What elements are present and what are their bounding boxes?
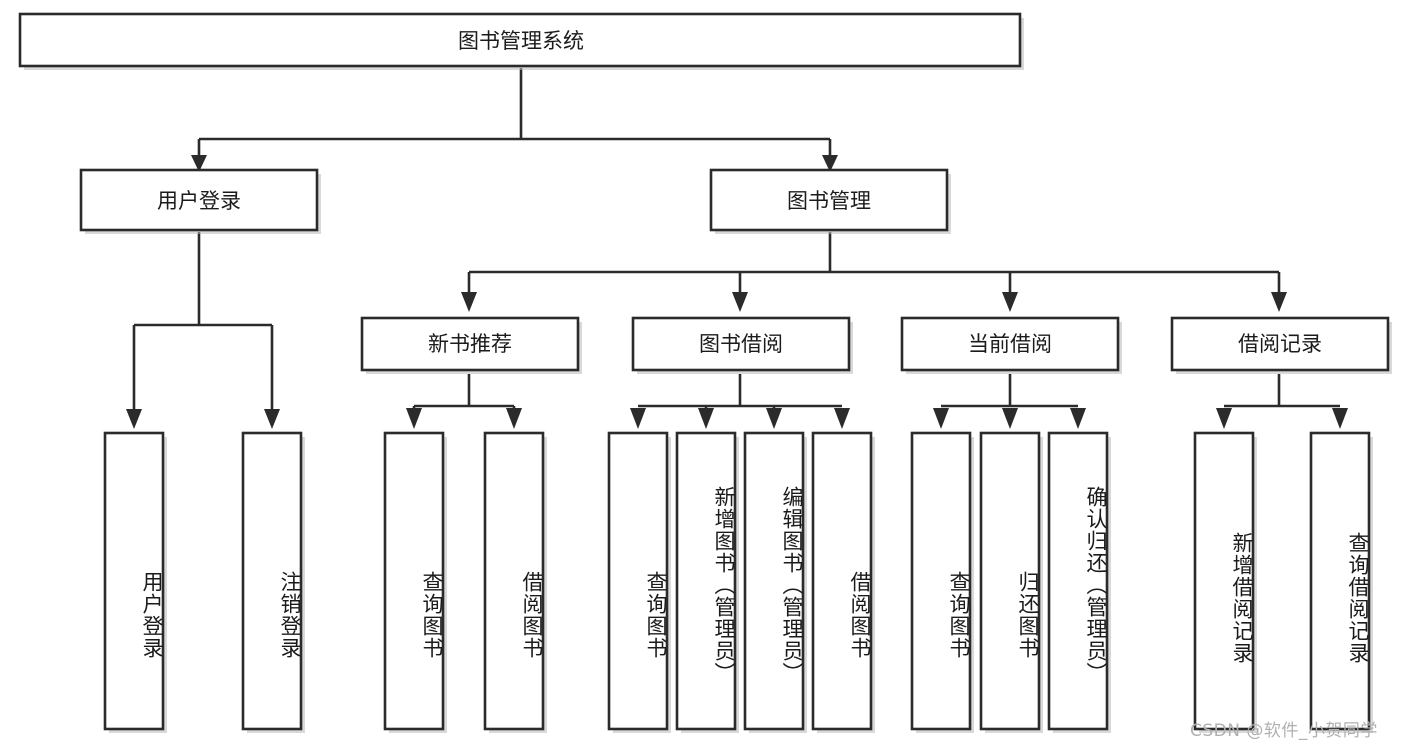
arrow-bookborrow-l2 — [698, 408, 714, 429]
watermark-text: CSDN @软件_小贺同学 — [1190, 721, 1378, 741]
node-leaf-add-book[interactable] — [675, 431, 739, 733]
arrow-currentborrow-l2 — [1002, 408, 1018, 429]
arrow-bookmanage-c2 — [732, 292, 748, 312]
node-current-borrow-label: 当前借阅 — [968, 332, 1052, 356]
node-leaf-user-login[interactable] — [103, 431, 167, 733]
node-new-book-rec-label: 新书推荐 — [428, 332, 512, 356]
arrow-bookmanage-c1 — [461, 292, 477, 312]
arrow-currentborrow-l1 — [933, 408, 949, 429]
arrow-borrowrecord-l2 — [1332, 408, 1348, 429]
node-borrow-record-label: 借阅记录 — [1238, 332, 1322, 356]
node-root[interactable]: 图书管理系统 — [18, 12, 1024, 70]
arrow-root-to-user-login — [191, 155, 207, 172]
node-user-login-box — [79, 168, 319, 232]
node-current-borrow[interactable]: 当前借阅 — [900, 316, 1122, 374]
node-book-manage-label: 图书管理 — [787, 189, 871, 213]
node-leaf-return-book-box — [979, 431, 1041, 731]
arrow-currentborrow-l3 — [1070, 408, 1086, 429]
node-new-book-rec-box — [360, 316, 580, 372]
node-current-borrow-box — [900, 316, 1120, 372]
node-user-login[interactable]: 用户登录 — [79, 168, 321, 234]
node-book-borrow-label: 图书借阅 — [699, 332, 783, 356]
node-book-manage[interactable]: 图书管理 — [709, 168, 951, 234]
node-leaf-return-book[interactable] — [979, 431, 1043, 733]
node-leaf-query-record[interactable] — [1309, 431, 1373, 733]
node-leaf-query-book-1[interactable] — [383, 431, 447, 733]
node-leaf-user-login-box — [103, 431, 165, 731]
arrow-userlogin-l2 — [264, 409, 280, 429]
node-leaf-borrow-book-2[interactable] — [811, 431, 875, 733]
connector-layer — [126, 68, 1348, 429]
node-leaf-confirm-return[interactable] — [1047, 431, 1111, 733]
node-leaf-add-record-box — [1193, 431, 1255, 731]
node-leaf-query-record-box — [1309, 431, 1371, 731]
node-leaf-user-logout-box — [241, 431, 303, 731]
arrow-bookmanage-c4 — [1271, 292, 1287, 312]
node-borrow-record[interactable]: 借阅记录 — [1170, 316, 1392, 374]
arrow-borrowrecord-l1 — [1216, 408, 1232, 429]
node-leaf-add-record[interactable] — [1193, 431, 1257, 733]
node-leaf-borrow-book-1[interactable] — [483, 431, 547, 733]
arrow-bookborrow-l1 — [630, 408, 646, 429]
node-leaf-edit-book[interactable] — [743, 431, 807, 733]
node-user-login-label: 用户登录 — [157, 189, 241, 213]
node-book-manage-box — [709, 168, 949, 232]
node-leaf-edit-book-box — [743, 431, 805, 731]
node-leaf-query-book-2-box — [607, 431, 669, 731]
node-leaf-user-logout[interactable] — [241, 431, 305, 733]
node-leaf-borrow-book-2-box — [811, 431, 873, 731]
arrow-root-to-book-manage — [822, 155, 838, 172]
arrow-newbook-l1 — [406, 408, 422, 429]
arrow-bookborrow-l4 — [834, 408, 850, 429]
node-root-box — [18, 12, 1022, 68]
node-new-book-rec[interactable]: 新书推荐 — [360, 316, 582, 374]
arrow-newbook-l2 — [506, 408, 522, 429]
node-leaf-borrow-book-1-box — [483, 431, 545, 731]
node-leaf-query-book-2[interactable] — [607, 431, 671, 733]
node-leaf-query-book-3[interactable] — [910, 431, 974, 733]
node-book-borrow-box — [631, 316, 851, 372]
arrow-bookborrow-l3 — [766, 408, 782, 429]
node-leaf-confirm-return-box — [1047, 431, 1109, 731]
leaf-boxes — [103, 431, 1373, 733]
arrow-userlogin-l1 — [126, 409, 142, 429]
node-leaf-query-book-3-box — [910, 431, 972, 731]
node-borrow-record-box — [1170, 316, 1390, 372]
node-leaf-query-book-1-box — [383, 431, 445, 731]
arrow-bookmanage-c3 — [1002, 292, 1018, 312]
node-book-borrow[interactable]: 图书借阅 — [631, 316, 853, 374]
node-leaf-add-book-box — [675, 431, 737, 731]
node-root-label: 图书管理系统 — [458, 29, 584, 53]
